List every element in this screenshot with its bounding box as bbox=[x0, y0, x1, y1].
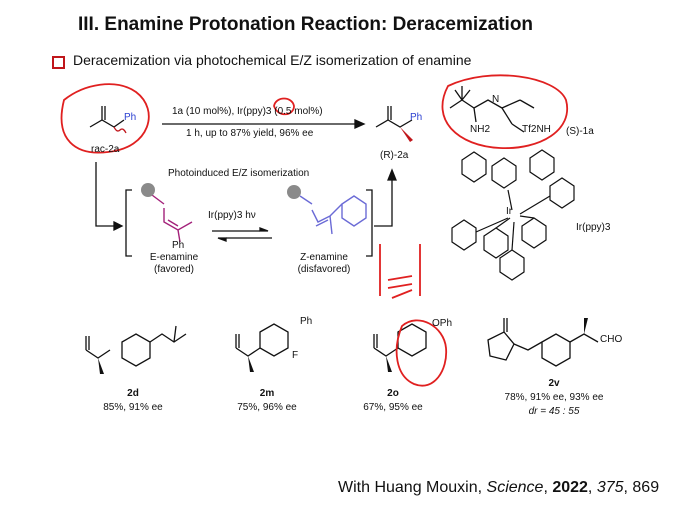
example-2o-result: 67%, 95% ee bbox=[363, 402, 423, 413]
ir-atom-label: Ir bbox=[506, 206, 513, 217]
citation-sep2: , bbox=[587, 479, 597, 496]
example-2v-sub1: CHO bbox=[600, 334, 623, 345]
photo-condition-label: Ir(ppy)3 hν bbox=[208, 210, 256, 221]
citation-year: 2022 bbox=[552, 479, 588, 496]
citation: With Huang Mouxin, Science, 2022, 375, 8… bbox=[338, 479, 659, 497]
example-2o-id: 2o bbox=[387, 388, 399, 399]
substrate-ph-label: Ph bbox=[124, 112, 137, 123]
conditions-line1: 1a (10 mol%), Ir(ppy)3 (0.5 mol%) bbox=[172, 106, 323, 117]
example-2v-id: 2v bbox=[548, 378, 560, 389]
example-2m-id: 2m bbox=[259, 388, 275, 399]
example-2d-result: 85%, 91% ee bbox=[103, 402, 163, 413]
bullet-square-icon bbox=[52, 56, 65, 69]
photo-isomerization-label: Photoinduced E/Z isomerization bbox=[168, 168, 310, 179]
z-enamine-name: Z-enamine bbox=[300, 252, 348, 263]
example-2m-result: 75%, 96% ee bbox=[237, 402, 297, 413]
slide-title: III. Enamine Protonation Reaction: Derac… bbox=[78, 14, 534, 35]
example-2m-sub2: F bbox=[292, 350, 299, 361]
example-2o-sub1: OPh bbox=[432, 318, 453, 329]
product-ph-label: Ph bbox=[410, 112, 423, 123]
example-2d-id: 2d bbox=[127, 388, 139, 399]
citation-pages: , 869 bbox=[623, 479, 660, 496]
ir-complex-label: Ir(ppy)3 bbox=[576, 222, 611, 233]
e-enamine-note: (favored) bbox=[153, 264, 194, 275]
catalyst-n-label: N bbox=[492, 94, 500, 105]
example-2v-result: 78%, 91% ee, 93% ee bbox=[504, 392, 604, 403]
catalyst-label: (S)-1a bbox=[566, 126, 594, 137]
example-2v-dr: dr = 45 : 55 bbox=[528, 406, 580, 417]
substrate-label: rac-2a bbox=[91, 144, 120, 155]
catalyst-tf2nh-label: Tf2NH bbox=[522, 124, 551, 135]
citation-volume: 375 bbox=[596, 479, 624, 496]
slide-subtitle: Deracemization via photochemical E/Z iso… bbox=[73, 52, 472, 68]
e-enamine-name: E-enamine bbox=[149, 252, 199, 263]
product-label: (R)-2a bbox=[380, 150, 409, 161]
conditions-line2: 1 h, up to 87% yield, 96% ee bbox=[186, 128, 314, 139]
z-enamine-note: (disfavored) bbox=[297, 264, 351, 275]
citation-sep: , bbox=[543, 479, 553, 496]
citation-prefix: With Huang Mouxin, bbox=[338, 479, 487, 496]
e-enamine-ph-label: Ph bbox=[172, 240, 185, 251]
catalyst-nh2-label: NH2 bbox=[470, 124, 491, 135]
example-2m-sub1: Ph bbox=[300, 316, 313, 327]
citation-journal: Science bbox=[486, 479, 544, 496]
